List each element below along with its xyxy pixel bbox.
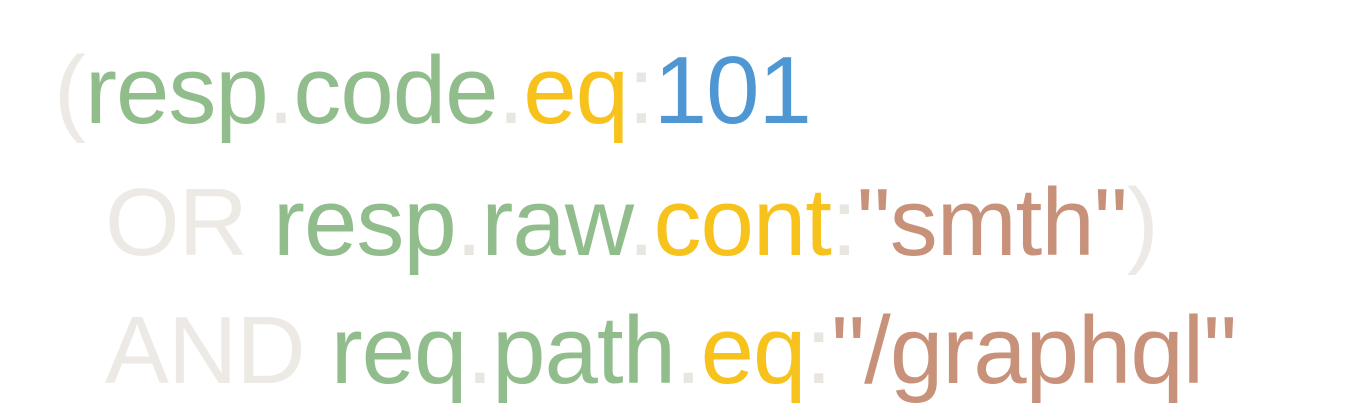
close-paren: ) (1126, 169, 1159, 276)
dot-separator: . (674, 297, 702, 404)
value-string: "smth" (856, 169, 1128, 276)
colon-separator: : (830, 169, 858, 276)
method-cont: cont (653, 169, 831, 276)
field-path: path (492, 297, 676, 404)
colon-separator: : (628, 37, 655, 144)
dot-separator: . (455, 169, 483, 276)
field-resp: resp (273, 169, 457, 276)
value-string: "/graphql" (831, 297, 1237, 404)
operator-or: OR (105, 169, 248, 276)
open-paren: ( (54, 37, 86, 144)
query-line-1: (resp.code.eq:101 (54, 36, 812, 146)
method-eq: eq (523, 37, 629, 144)
dot-separator: . (267, 37, 295, 144)
field-raw: raw (481, 169, 628, 276)
value-number: 101 (653, 37, 812, 144)
operator-and: AND (105, 297, 306, 404)
dot-separator: . (466, 297, 493, 404)
field-code: code (293, 37, 498, 144)
colon-separator: : (805, 297, 832, 404)
field-req: req (330, 297, 468, 404)
dot-separator: . (497, 37, 525, 144)
method-eq: eq (700, 297, 807, 404)
field-resp: resp (84, 37, 269, 144)
dot-separator: . (627, 169, 655, 276)
